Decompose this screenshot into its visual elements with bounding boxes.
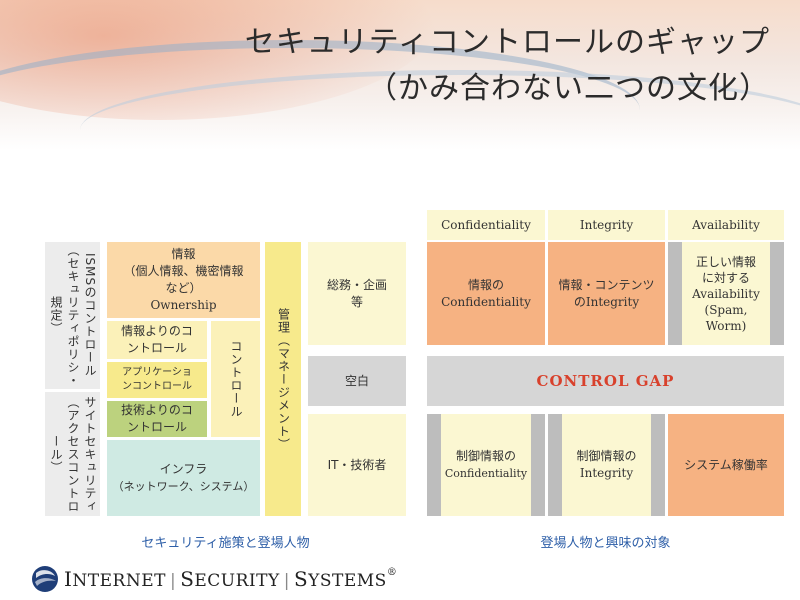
system-uptime-box: システム稼働率 <box>668 414 784 516</box>
company-logo: INTERNET|SECURITY|SYSTEMS® <box>30 564 397 594</box>
blank-box: 空白 <box>308 356 406 406</box>
header-availability: Availability <box>668 210 784 240</box>
control-gap-label: CONTROL GAP <box>536 371 675 390</box>
header-confidentiality: Confidentiality <box>427 210 545 240</box>
management-label: 管理（マネージメント） <box>265 242 301 516</box>
general-affairs-box: 総務・企画 等 <box>308 242 406 345</box>
header-integrity: Integrity <box>548 210 665 240</box>
confidentiality-shade-left <box>427 414 441 516</box>
header-swoosh <box>0 40 640 150</box>
info-oriented-control: 情報よりのコントロール <box>107 321 207 359</box>
header-background <box>0 0 800 150</box>
technology-oriented-control: 技術よりのコントロール <box>107 401 207 437</box>
confidentiality-shade-right <box>531 414 545 516</box>
info-confidentiality-box: 情報の Confidentiality <box>427 242 545 345</box>
availability-shade-right <box>770 242 784 345</box>
header-swoosh <box>80 70 800 150</box>
content-integrity-box: 情報・コンテンツ のIntegrity <box>548 242 665 345</box>
title-line: セキュリティコントロールのギャップ <box>244 25 770 60</box>
availability-shade-left <box>668 242 682 345</box>
logo-wordmark: INTERNET|SECURITY|SYSTEMS® <box>64 567 398 591</box>
it-engineer-box: IT・技術者 <box>308 414 406 516</box>
integrity-shade-left <box>548 414 562 516</box>
info-ownership-box: 情報 （個人情報、機密情報 など） Ownership <box>107 242 260 318</box>
infrastructure-box: インフラ （ネットワーク、システム） <box>107 440 260 516</box>
site-security-label: サイトセキュリティ（アクセスコントロール） <box>45 392 100 516</box>
control-info-integrity-box: 制御情報の Integrity <box>562 414 651 516</box>
right-diagram-caption: 登場人物と興味の対象 <box>540 536 671 551</box>
globe-logo-icon <box>32 566 58 592</box>
info-availability-box: 正しい情報 に対する Availability (Spam, Worm) <box>682 242 770 345</box>
control-label: コントロール <box>211 321 260 437</box>
integrity-shade-right <box>651 414 665 516</box>
title-line: （かみ合わない二つの文化） <box>367 71 770 106</box>
page-title: セキュリティコントロールのギャップ （かみ合わない二つの文化） <box>210 20 770 112</box>
control-info-confidentiality-box: 制御情報の Confidentiality <box>441 414 531 516</box>
control-gap-band: CONTROL GAP <box>427 356 784 406</box>
application-control: アプリケーションコントロール <box>107 362 207 398</box>
left-diagram-caption: セキュリティ施策と登場人物 <box>141 536 310 551</box>
isms-control-label: ISMSのコントロール（セキュリティポリシ・規定） <box>45 242 100 389</box>
